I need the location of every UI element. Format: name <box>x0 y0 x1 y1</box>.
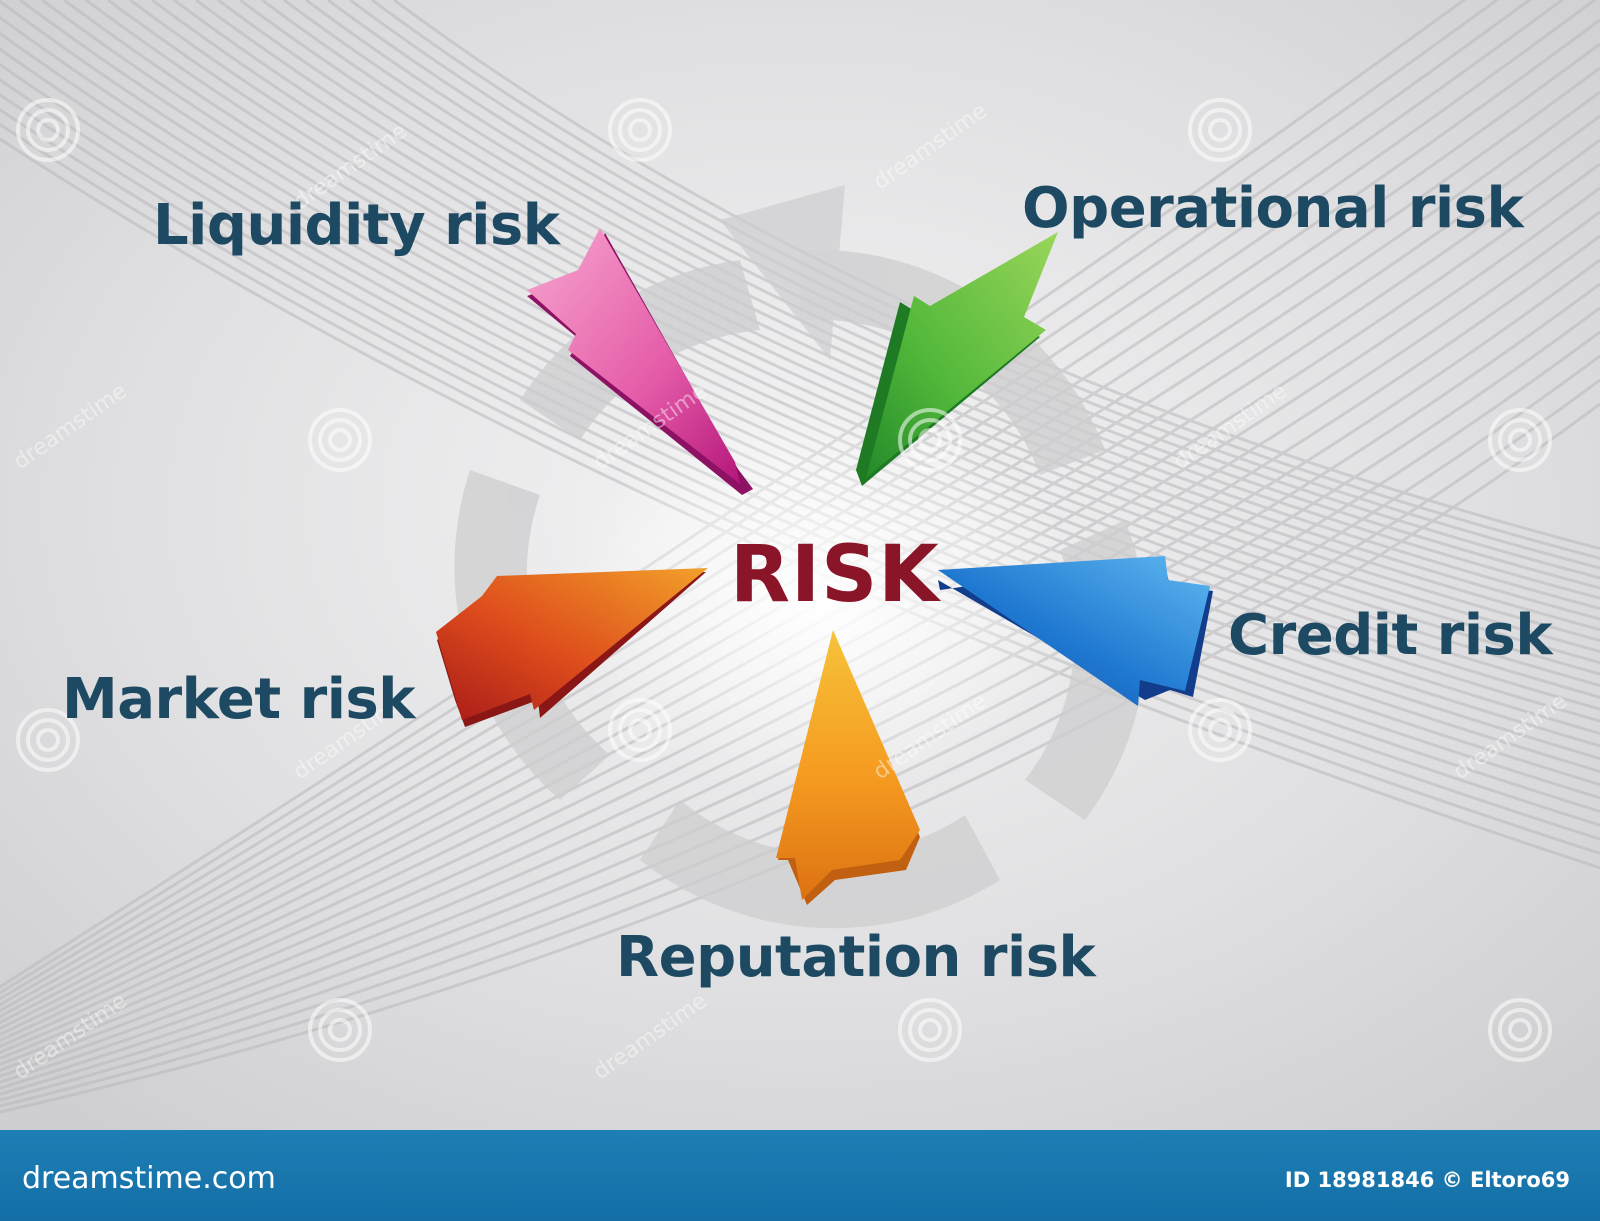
arrow-credit <box>938 556 1213 706</box>
label-liquidity-risk: Liquidity risk <box>153 193 560 258</box>
arrow-liquidity <box>527 228 753 495</box>
arrow-reputation <box>776 630 920 905</box>
watermark-spirals <box>16 98 1552 1062</box>
footer-bar: dreamstime.com ID 18981846 © Eltoro69 <box>0 1130 1600 1221</box>
label-reputation-risk: Reputation risk <box>616 925 1096 990</box>
label-market-risk: Market risk <box>62 667 416 732</box>
footer-brand: dreamstime.com <box>22 1161 276 1196</box>
arrow-market <box>436 568 708 727</box>
label-credit-risk: Credit risk <box>1228 603 1553 668</box>
center-risk-label: RISK <box>730 530 940 620</box>
footer-image-id: ID 18981846 © Eltoro69 <box>1284 1168 1570 1192</box>
label-operational-risk: Operational risk <box>1022 176 1524 241</box>
